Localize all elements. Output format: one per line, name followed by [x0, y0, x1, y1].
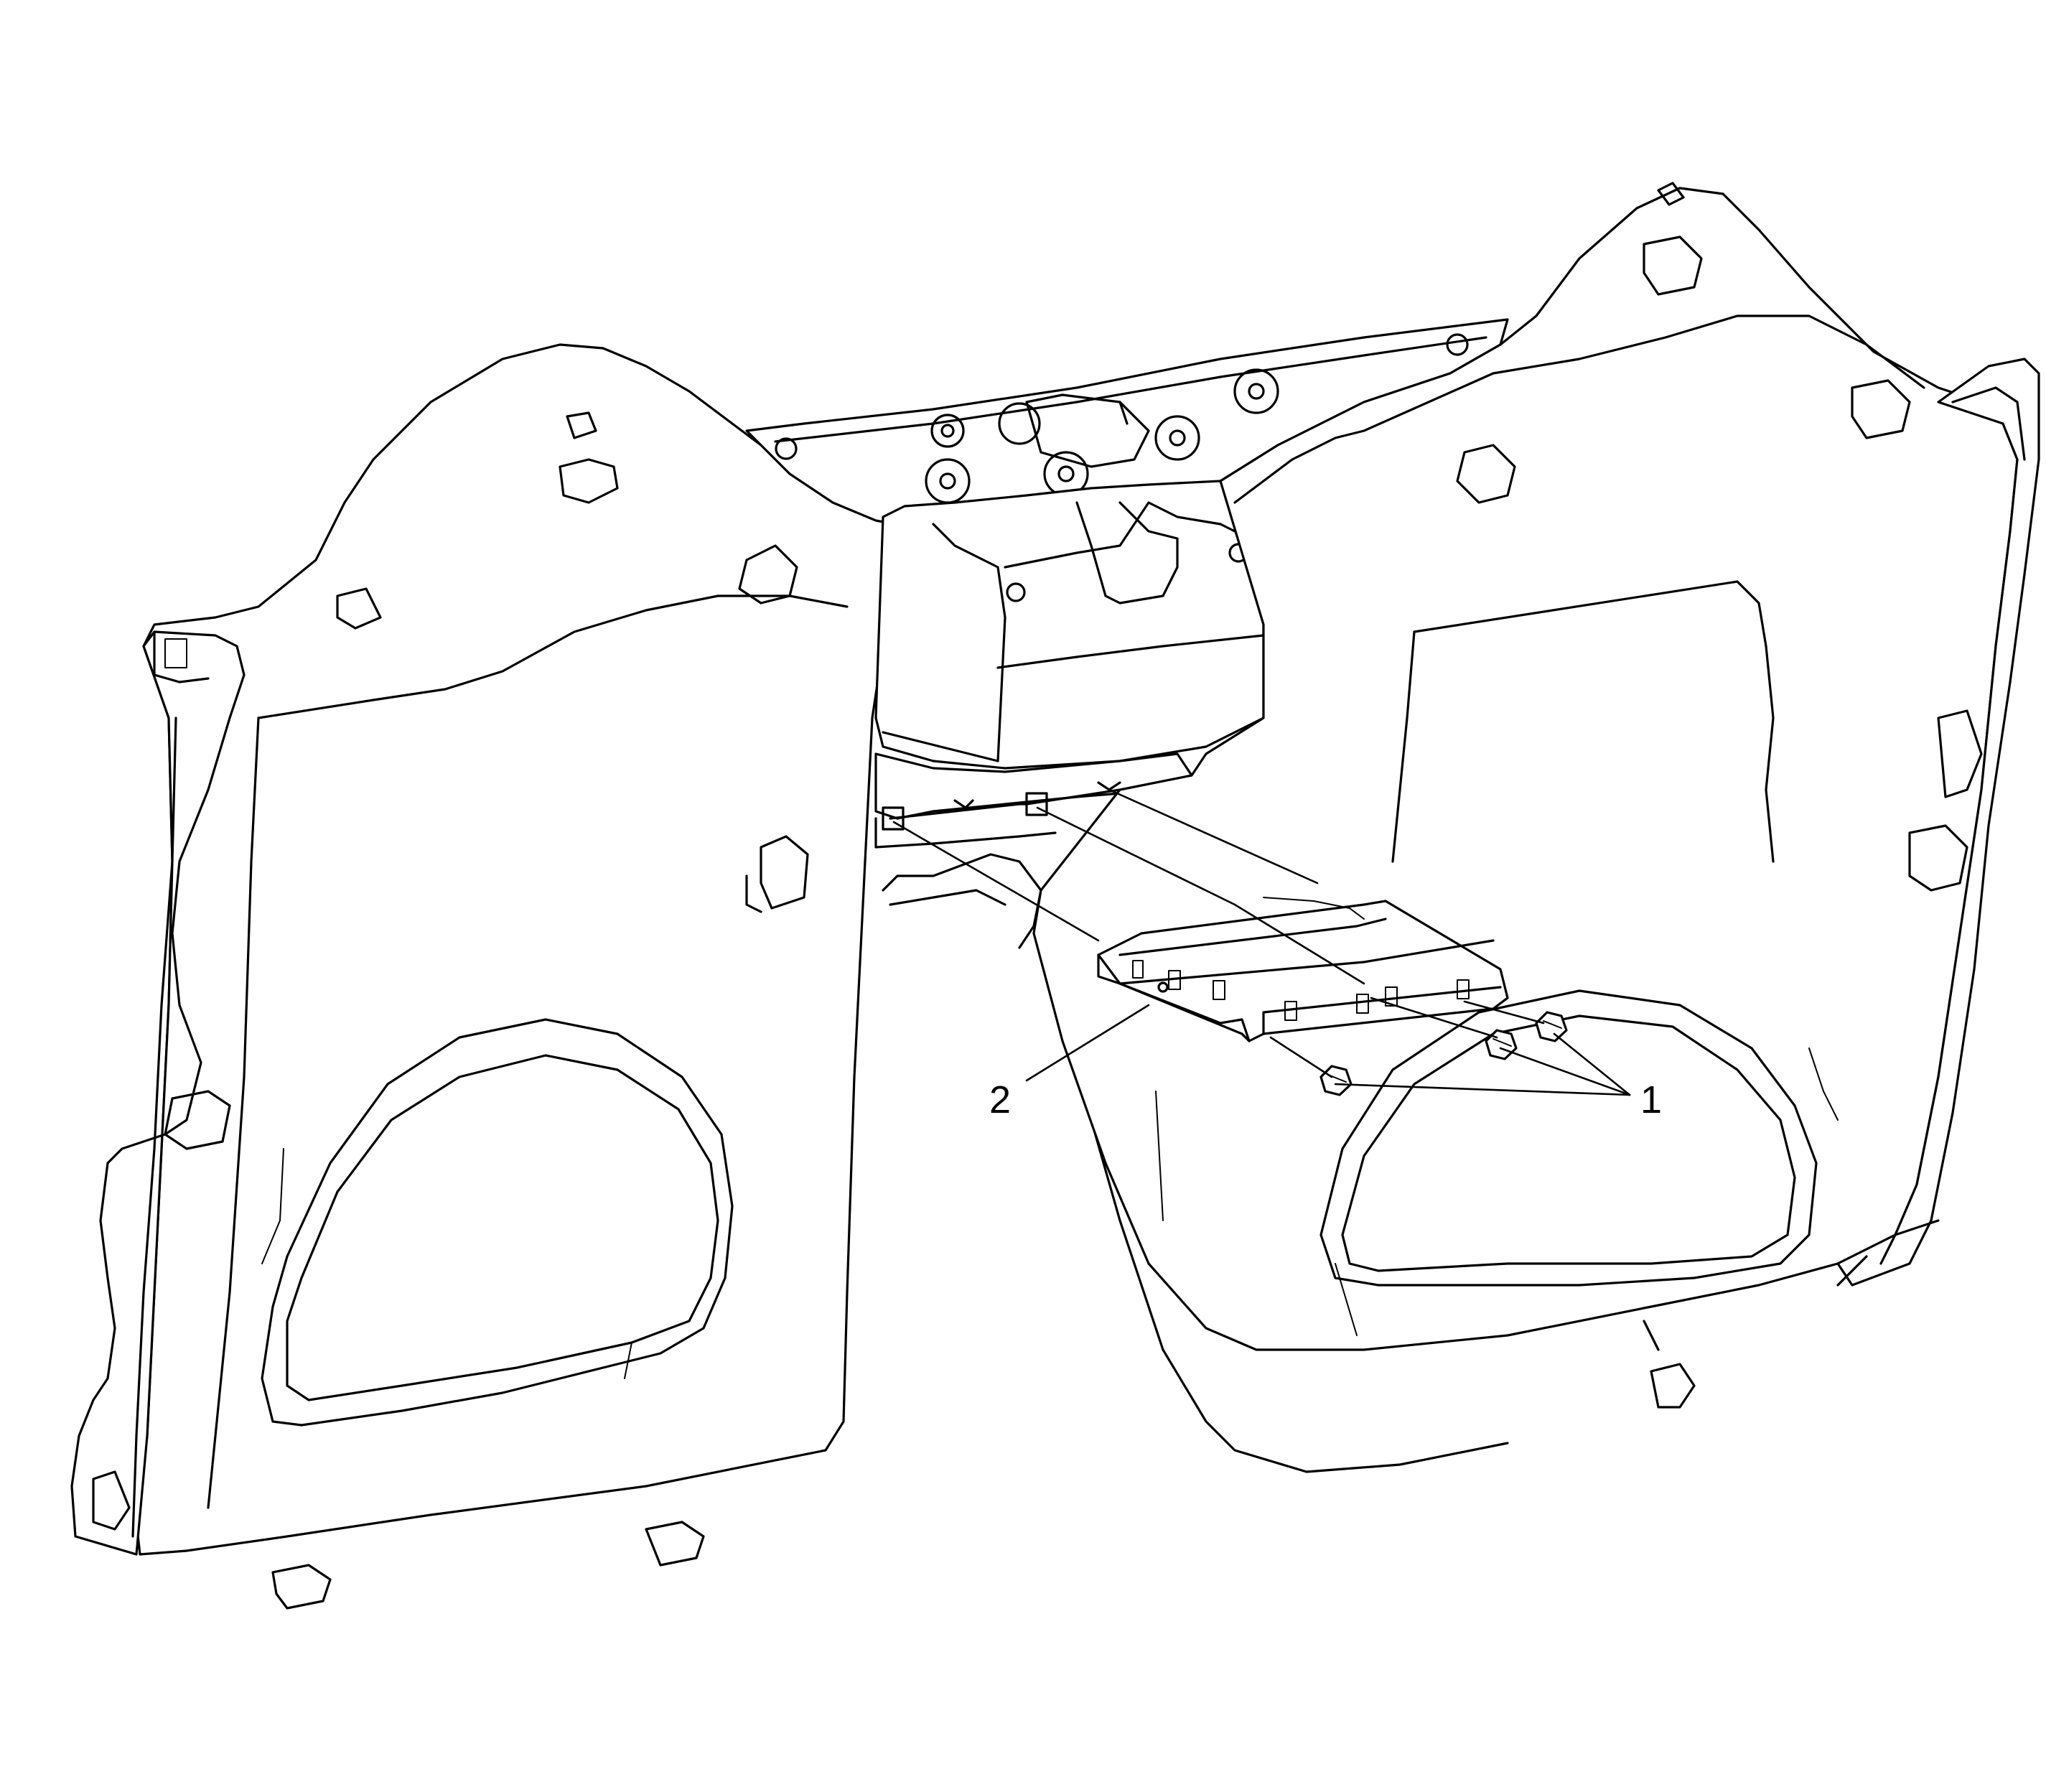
install-guide-lines	[892, 788, 1545, 1078]
bolts	[1319, 1011, 1568, 1096]
callout-1: 1	[1334, 1032, 1662, 1121]
callout-2-label: 2	[989, 1078, 1011, 1121]
bolt	[1535, 1011, 1568, 1042]
callout-1-label: 1	[1640, 1078, 1662, 1121]
right-trim-panel	[1032, 182, 2040, 1409]
callout-2: 2	[989, 1004, 1150, 1121]
left-trim-panel	[70, 343, 892, 1610]
